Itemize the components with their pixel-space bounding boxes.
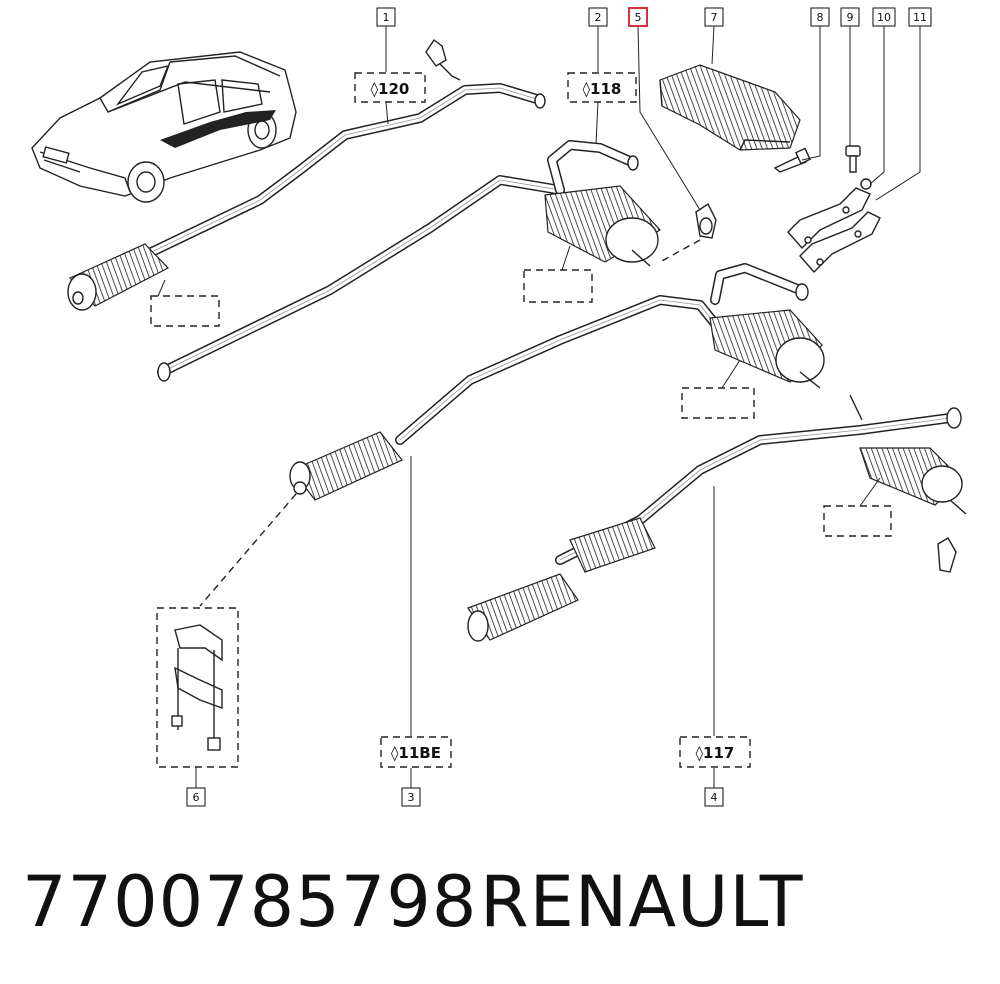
mounting-bracket	[787, 187, 881, 274]
svg-text:2: 2	[595, 11, 602, 24]
car-illustration	[31, 51, 297, 203]
svg-text:10: 10	[877, 11, 891, 24]
pipe-clamp	[171, 624, 223, 751]
callout-4[interactable]: 4	[704, 787, 724, 807]
variant-tag-118: ◊118	[567, 72, 637, 103]
svg-text:9: 9	[847, 11, 854, 24]
callout-8[interactable]: 8	[810, 7, 830, 27]
placeholder-box	[523, 269, 593, 303]
rubber-hanger	[425, 38, 461, 81]
callout-6[interactable]: 6	[186, 787, 206, 807]
heat-shield	[659, 64, 801, 151]
footer: 7700785798 RENAULT	[0, 862, 1000, 942]
bolt	[845, 145, 861, 173]
svg-text:6: 6	[193, 791, 200, 804]
svg-text:5: 5	[635, 11, 642, 24]
exhaust-pipe-118	[157, 140, 661, 382]
exhaust-pipe-11be	[289, 263, 825, 501]
exhaust-pipe-117	[467, 394, 967, 642]
callout-2[interactable]: 2	[588, 7, 608, 27]
callout-5[interactable]: 5	[628, 7, 648, 27]
callout-9[interactable]: 9	[840, 7, 860, 27]
svg-text:11: 11	[913, 11, 927, 24]
placeholder-box	[823, 505, 892, 537]
svg-text:4: 4	[711, 791, 718, 804]
svg-text:1: 1	[383, 11, 390, 24]
svg-text:◊117: ◊117	[696, 744, 735, 762]
clamp-kit-box	[156, 607, 239, 768]
svg-text:7: 7	[711, 11, 718, 24]
callout-3[interactable]: 3	[401, 787, 421, 807]
svg-text:◊120: ◊120	[371, 80, 410, 98]
callout-10[interactable]: 10	[872, 7, 896, 27]
washer	[860, 178, 872, 190]
svg-text:3: 3	[408, 791, 415, 804]
variant-tag-11be: ◊11BE	[380, 736, 452, 768]
svg-text:◊11BE: ◊11BE	[391, 744, 441, 762]
svg-text:◊118: ◊118	[583, 80, 622, 98]
callout-1[interactable]: 1	[376, 7, 396, 27]
callout-11[interactable]: 11	[908, 7, 932, 27]
rubber-hanger	[937, 537, 957, 573]
variant-tag-120: ◊120	[354, 72, 426, 103]
placeholder-box	[150, 295, 220, 327]
exhaust-pipe-120	[67, 38, 546, 311]
part-number: 7700785798	[22, 861, 478, 943]
placeholder-box	[681, 387, 755, 419]
brand-name: RENAULT	[480, 861, 804, 943]
rubber-mount	[695, 202, 717, 239]
screw	[773, 147, 811, 173]
callout-7[interactable]: 7	[704, 7, 724, 27]
variant-tag-117: ◊117	[679, 736, 751, 768]
svg-text:8: 8	[817, 11, 824, 24]
